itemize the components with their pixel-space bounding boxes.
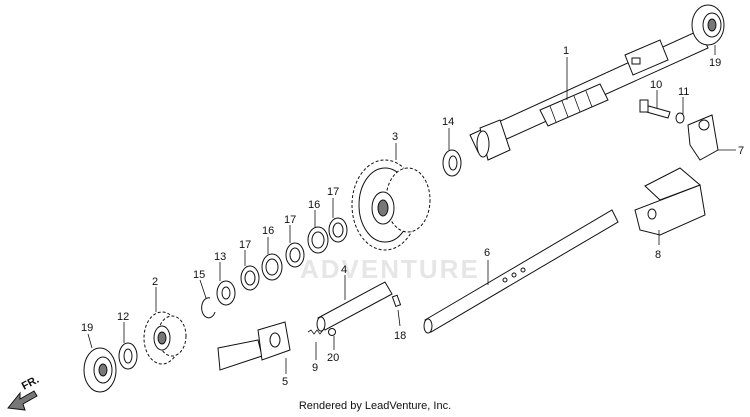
callout-7: 7: [738, 145, 744, 157]
shift-rod-6: [423, 209, 619, 334]
washer-12: [118, 342, 138, 370]
circlip-15: [201, 297, 216, 319]
callout-10: 10: [650, 79, 662, 91]
bearing-bottom: [83, 347, 117, 393]
ball-20: [328, 328, 336, 336]
rendered-by-footer: Rendered by LeadVenture, Inc.: [298, 400, 452, 412]
washer-13: [216, 280, 236, 306]
direction-label: FR.: [20, 374, 41, 393]
callout-20: 20: [327, 352, 339, 364]
callout-16-a: 16: [308, 199, 320, 211]
callout-19-bottom: 19: [81, 322, 93, 334]
callout-18: 18: [394, 330, 406, 342]
watermark-text: ADVENTURE: [300, 254, 480, 284]
shaft-4: [316, 281, 393, 332]
callout-17-b: 17: [284, 214, 296, 226]
callout-2: 2: [152, 276, 158, 288]
callout-6: 6: [484, 247, 490, 259]
callout-19-top: 19: [709, 57, 721, 69]
spring-9: [307, 329, 324, 335]
callout-5: 5: [282, 376, 288, 388]
callout-13: 13: [214, 251, 226, 263]
washer-11: [675, 112, 685, 124]
callout-15: 15: [193, 269, 205, 281]
collar-14: [442, 149, 462, 177]
callout-1: 1: [563, 45, 569, 57]
callout-11: 11: [678, 86, 689, 98]
bolt-10: [639, 99, 671, 119]
callout-14: 14: [442, 116, 454, 128]
callout-4: 4: [341, 264, 347, 276]
pin-18: [391, 294, 402, 308]
callout-3: 3: [392, 131, 398, 143]
shift-fork-8: [634, 167, 706, 236]
callout-17-c: 17: [239, 239, 251, 251]
leader-lines: [87, 45, 736, 374]
needle-bearing-set: [240, 217, 348, 291]
callout-12: 12: [117, 311, 129, 323]
shift-fork-5: [217, 321, 291, 371]
bearing-top: [691, 4, 725, 46]
callout-9: 9: [312, 362, 318, 374]
gear-2: [143, 311, 187, 365]
callout-8: 8: [655, 249, 661, 261]
callout-16-b: 16: [262, 225, 274, 237]
gear-3: [351, 159, 431, 251]
callout-labels: 1 19 3 14 10 11 7 17 16 17 16 17 13 15 2…: [81, 45, 744, 388]
shift-arm-7: [687, 114, 719, 161]
main-shaft: [469, 29, 709, 161]
callout-17-a: 17: [327, 186, 339, 198]
